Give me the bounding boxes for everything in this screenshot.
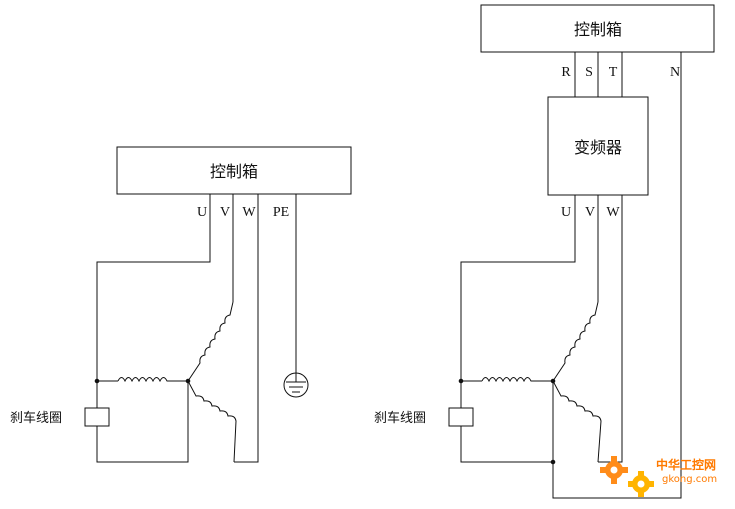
right-control-box-label: 控制箱: [574, 20, 622, 39]
right-terminal-s: S: [585, 65, 593, 80]
right-terminal-w: W: [606, 205, 620, 220]
left-brake-coil-label: 刹车线圈: [10, 410, 62, 426]
watermark-name: 中华工控网: [656, 457, 716, 472]
right-winding-upper: [552, 301, 599, 382]
right-wires: [460, 52, 682, 499]
watermark-logo: 中华工控网 gkong.com: [600, 456, 717, 497]
left-control-box: [116, 146, 352, 195]
left-control-box-label: 控制箱: [210, 162, 258, 181]
inverter-box: [547, 96, 649, 196]
right-terminal-r: R: [561, 65, 571, 80]
left-winding-lower: [187, 380, 237, 463]
right-winding-horizontal: [481, 377, 553, 383]
right-control-box: [480, 4, 715, 53]
right-terminal-u: U: [561, 205, 571, 220]
left-winding-upper: [187, 301, 234, 382]
left-winding-horizontal: [117, 377, 190, 383]
right-brake-coil-label: 刹车线圈: [374, 410, 426, 426]
left-terminal-pe: PE: [273, 205, 289, 220]
right-brake-coil: [448, 407, 474, 427]
gear-icon: [600, 456, 628, 484]
left-terminal-v: V: [220, 205, 230, 220]
ground-icon: [283, 372, 309, 398]
right-terminal-n: N: [670, 65, 680, 80]
small-gear-icon: [628, 471, 654, 497]
watermark-url: gkong.com: [662, 474, 717, 485]
left-terminal-w: W: [242, 205, 256, 220]
inverter-label: 变频器: [574, 138, 622, 157]
right-terminal-t: T: [609, 65, 618, 80]
left-terminal-u: U: [197, 205, 207, 220]
left-brake-coil: [84, 407, 110, 427]
left-wires: [96, 194, 297, 463]
right-winding-lower: [552, 380, 602, 463]
right-terminal-v: V: [585, 205, 595, 220]
